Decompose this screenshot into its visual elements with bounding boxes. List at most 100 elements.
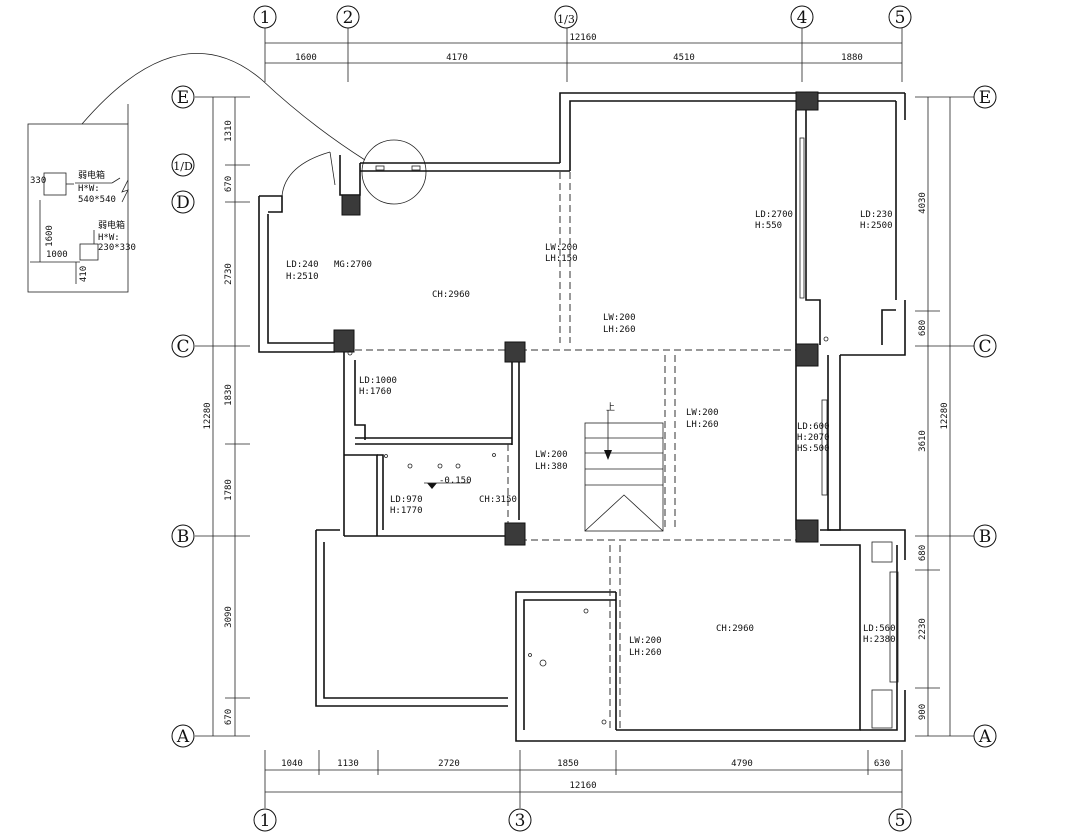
label-ch2960-upper: CH:2960 [432,290,470,300]
axis-bubble-left-D: D [176,193,190,213]
label-ld230: LD:230 [860,210,893,220]
axis-bubble-top-5: 5 [895,8,906,28]
left-dim-2: 670 [224,176,234,192]
right-dim-1: 4030 [918,192,928,214]
axis-bubble-right-C: C [978,337,991,357]
label-h2500: H:2500 [860,221,893,231]
axis-bubble-bottom-3: 3 [515,811,526,831]
label-h2380: H:2380 [863,635,896,645]
axis-bubble-left-C: C [176,337,189,357]
detail-box1-name: 弱电箱 [78,169,105,181]
top-dim-4: 1880 [841,53,863,63]
left-dim-4: 1830 [224,384,234,406]
label-h550: H:550 [755,221,782,231]
label-h2070: H:2070 [797,433,830,443]
axis-bubble-top-1: 1 [260,8,271,28]
bottom-dim-6: 630 [874,759,890,769]
axis-bubble-left-A: A [176,727,190,747]
axis-bubble-left-B: B [177,527,190,547]
axis-bubble-left-E: E [177,88,189,108]
axis-bubble-bottom-1: 1 [260,811,271,831]
detail-box2-name: 弱电箱 [98,219,125,231]
label-mg2700: MG:2700 [334,260,372,270]
detail-box1-size2: 540*540 [78,195,116,205]
axis-bubble-right-B: B [979,527,992,547]
label-ld240: LD:240 [286,260,319,270]
bottom-dim-4: 1850 [557,759,579,769]
left-dim-3: 2730 [224,263,234,285]
bottom-total-dim: 12160 [569,781,596,791]
label-lh260-c: LH:260 [686,420,719,430]
top-dim-3: 4510 [673,53,695,63]
beam-lines [355,172,800,730]
left-dim-1: 1310 [224,120,234,142]
label-ld600: LD:600 [797,422,830,432]
top-dim-1: 1600 [295,53,317,63]
fixtures [347,165,829,725]
detail-callout: 弱电箱 H*W: 540*540 330 弱电箱 H*W: 230*330 16… [27,52,427,293]
axis-bubble-bottom-5: 5 [895,811,906,831]
right-total-dim: 12280 [940,402,950,429]
label-lh260-e: LH:260 [629,648,662,658]
label-lw200-c: LW:200 [686,408,719,418]
label-lh150: LH:150 [545,254,578,264]
right-dimension-chain: 4030 680 3610 680 2230 900 12280 [915,96,975,737]
detail-dim-410: 410 [79,266,89,282]
right-dim-5: 2230 [918,618,928,640]
left-axis-bubbles: E 1/D D C B A [171,85,195,748]
left-total-dim: 12280 [203,402,213,429]
bottom-dim-2: 1130 [337,759,359,769]
label-lw200-a: LW:200 [545,243,578,253]
detail-dim-330: 330 [30,176,46,186]
label-h1760: H:1760 [359,387,392,397]
axis-bubble-top-2: 2 [343,8,354,28]
label-hs500: HS:500 [797,444,830,454]
bottom-dim-5: 4790 [731,759,753,769]
top-axis-bubbles: 1 2 1/3 4 5 [253,5,912,29]
structural-columns [333,91,819,546]
left-dim-6: 3090 [224,606,234,628]
right-dim-6: 900 [918,704,928,720]
detail-box1-size: H*W: [78,184,100,194]
top-dim-2: 4170 [446,53,468,63]
left-dim-7: 670 [224,709,234,725]
axis-bubble-right-E: E [979,88,991,108]
axis-bubble-right-A: A [978,727,992,747]
top-total-dim: 12160 [569,33,596,43]
label-lw200-d: LW:200 [535,450,568,460]
room-labels: LD:240 H:2510 MG:2700 CH:2960 LW:200 LH:… [286,210,896,658]
label-h1770: H:1770 [390,506,423,516]
right-dim-4: 680 [918,545,928,561]
walls [258,92,906,742]
label-level: -0.150 [439,476,472,486]
axis-bubble-top-4: 4 [797,8,808,28]
detail-dim-1600: 1600 [45,225,55,247]
bottom-dimension-chain: 1040 1130 2720 1850 4790 630 12160 [264,750,903,808]
detail-box2-size2: 230*330 [98,243,136,253]
left-dimension-chain: 1310 670 2730 1830 1780 3090 670 12280 [195,96,250,737]
bottom-dim-3: 2720 [438,759,460,769]
label-ld1000: LD:1000 [359,376,397,386]
axis-bubble-left-1-D: 1/D [173,160,193,173]
top-dimension-chain: 12160 1600 4170 4510 1880 [264,26,903,82]
right-dim-2: 680 [918,320,928,336]
axis-bubble-top-1-3: 1/3 [557,13,575,26]
label-ch3150: CH:3150 [479,495,517,505]
label-ld2700: LD:2700 [755,210,793,220]
label-h2510: H:2510 [286,272,319,282]
detail-box2-size: H*W: [98,233,120,243]
label-ld560: LD:560 [863,624,896,634]
label-lw200-e: LW:200 [629,636,662,646]
bottom-axis-bubbles: 1 3 5 [253,808,912,832]
right-axis-bubbles: E C B A [973,85,997,748]
left-dim-5: 1780 [224,479,234,501]
bottom-dim-1: 1040 [281,759,303,769]
label-lh380: LH:380 [535,462,568,472]
right-dim-3: 3610 [918,430,928,452]
label-stair-up: 上 [606,402,615,413]
label-ch2960-lower: CH:2960 [716,624,754,634]
label-lw200-b: LW:200 [603,313,636,323]
label-lh260-b: LH:260 [603,325,636,335]
label-ld970: LD:970 [390,495,423,505]
